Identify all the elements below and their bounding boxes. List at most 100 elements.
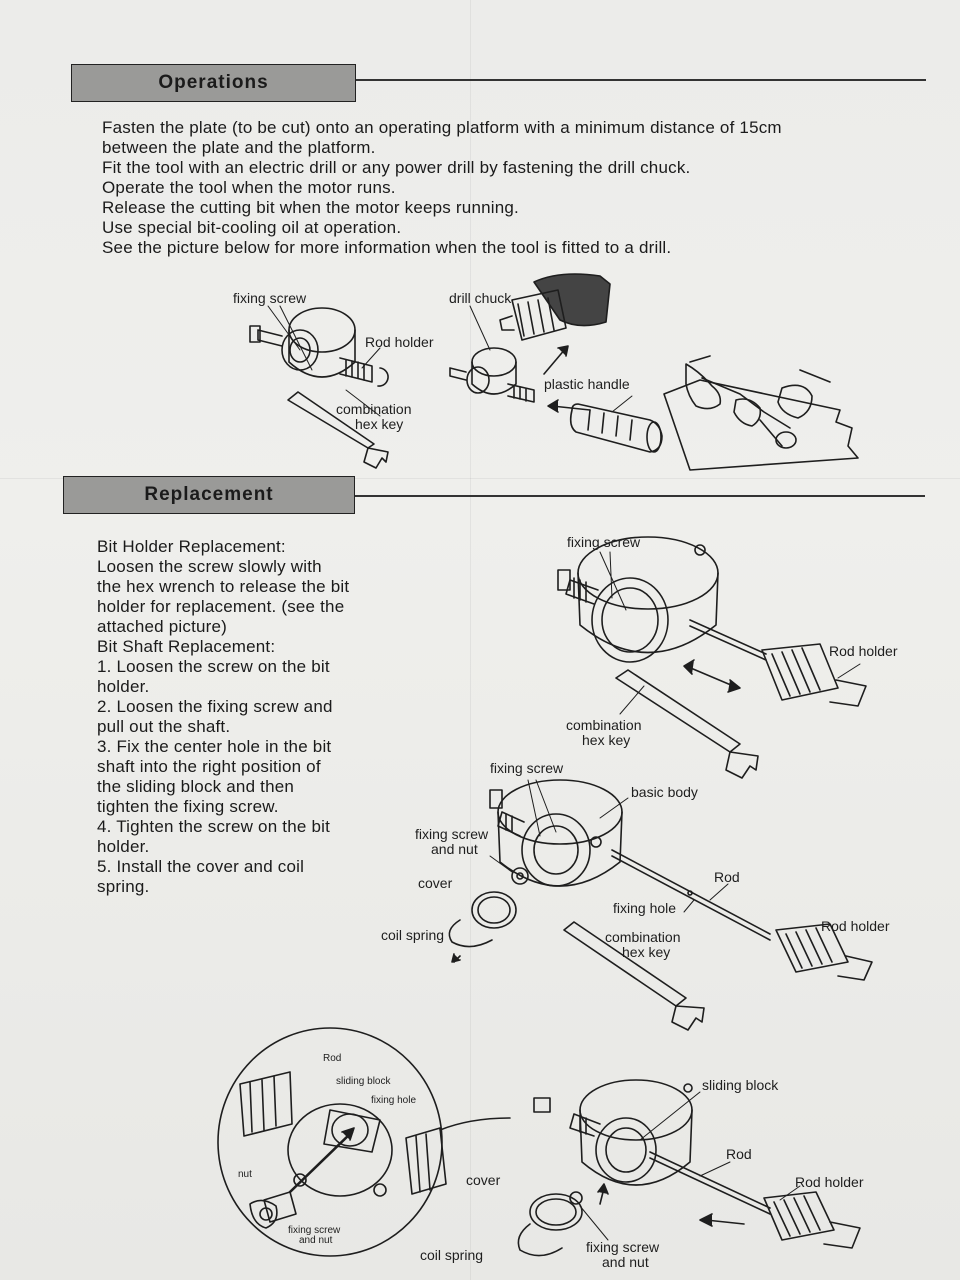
drill-chuck-illustration [499, 273, 611, 341]
coil-spring-illustration [448, 919, 493, 963]
hex-key-illustration [563, 921, 705, 1031]
label-coil-spring: coil spring [381, 927, 445, 943]
replacement-line: shaft into the right position of [97, 757, 321, 776]
replacement-line: the sliding block and then [97, 777, 295, 796]
rod-holder-illustration [763, 1191, 861, 1249]
label-combination: combination [336, 401, 412, 417]
rod-illustration [689, 619, 767, 661]
arrow-icon [699, 1213, 745, 1227]
plastic-handle-illustration [569, 403, 663, 453]
label-basic-body: basic body [631, 784, 698, 800]
replacement-line: 2. Loosen the fixing screw and [97, 697, 333, 716]
label-hex-key: hex key [622, 944, 671, 960]
leader-lines [599, 551, 861, 715]
label-rod-holder: Rod holder [829, 643, 898, 659]
operations-line: See the picture below for more informati… [102, 238, 672, 257]
label-fixing-hole: fixing hole [371, 1095, 417, 1106]
operations-text: Fasten the plate (to be cut) onto an ope… [102, 118, 902, 258]
replacement-line: 5. Install the cover and coil [97, 857, 305, 876]
rod-illustration [649, 1151, 771, 1215]
replacement-text: Bit Holder Replacement: Loosen the screw… [97, 537, 397, 897]
replacement-line: holder. [97, 837, 150, 856]
replacement-line: Bit Holder Replacement: [97, 537, 286, 556]
label-cover: cover [418, 875, 453, 891]
tool-body-illustration [533, 1079, 693, 1205]
magnified-detail-illustration [217, 1027, 511, 1257]
nibbler-tool-illustration [249, 307, 389, 387]
fixing-screw-nut-illustration [511, 867, 529, 885]
label-and-nut: and nut [602, 1254, 649, 1270]
label-fixing-screw: fixing screw [288, 1225, 341, 1236]
replacement-line: holder. [97, 677, 150, 696]
replacement-line: the hex wrench to release the bit [97, 577, 350, 596]
label-hex-key: hex key [355, 416, 404, 432]
rod-holder-illustration [761, 643, 867, 707]
replacement-line: attached picture) [97, 617, 228, 636]
tool-body-illustration [557, 536, 719, 663]
rod-holder-illustration [775, 923, 873, 981]
double-arrow-icon [683, 659, 741, 693]
label-combination: combination [605, 929, 681, 945]
label-fixing-screw: fixing screw [586, 1239, 660, 1255]
coil-spring-illustration [517, 1223, 563, 1257]
arrow-icon [543, 345, 591, 413]
basic-body-illustration [489, 779, 623, 887]
replacement-header: Replacement [63, 476, 355, 514]
label-hex-key: hex key [582, 732, 631, 748]
leader-lines [267, 305, 633, 417]
replacement-line: Bit Shaft Replacement: [97, 637, 276, 656]
replacement-line: Loosen the screw slowly with [97, 557, 322, 576]
label-fixing-screw: fixing screw [415, 826, 489, 842]
replacement-line: 1. Loosen the screw on the bit [97, 657, 330, 676]
hex-key-illustration [615, 669, 759, 779]
cover-illustration [471, 891, 517, 929]
label-rod-holder: Rod holder [365, 334, 434, 350]
replacement-line: 3. Fix the center hole in the bit [97, 737, 332, 756]
operations-header-text: Operations [158, 72, 269, 93]
label-rod-holder: Rod holder [795, 1174, 864, 1190]
small-tool-illustration [449, 347, 535, 403]
replacement-line: 4. Tighten the screw on the bit [97, 817, 331, 836]
paper-fold-vertical [470, 0, 471, 1280]
label-rod-holder: Rod holder [821, 918, 890, 934]
operations-line: Release the cutting bit when the motor k… [102, 198, 519, 217]
label-nut: nut [238, 1169, 252, 1180]
label-fixing-hole: fixing hole [613, 900, 677, 916]
replacement-rule [355, 495, 925, 497]
hex-key-illustration [287, 391, 389, 469]
label-sliding-block: sliding block [702, 1077, 779, 1093]
label-plastic-handle: plastic handle [544, 376, 630, 392]
label-fixing-screw: fixing screw [490, 760, 564, 776]
cover-illustration [529, 1193, 583, 1231]
replacement-line: holder for replacement. (see the [97, 597, 345, 616]
operations-rule [356, 79, 926, 81]
label-rod: Rod [714, 869, 740, 885]
leader-lines [489, 779, 729, 913]
label-rod: Rod [726, 1146, 752, 1162]
operations-header: Operations [71, 64, 356, 102]
rod-illustration [611, 849, 771, 941]
operations-line: Operate the tool when the motor runs. [102, 178, 396, 197]
label-fixing-screw: fixing screw [567, 534, 641, 550]
replacement-line: tighten the fixing screw. [97, 797, 279, 816]
leader-lines [579, 1091, 801, 1241]
paper-fold-horizontal [0, 478, 960, 479]
operations-line: between the plate and the platform. [102, 138, 376, 157]
replacement-line: pull out the shaft. [97, 717, 231, 736]
label-sliding-block: sliding block [336, 1076, 391, 1087]
label-fixing-screw: fixing screw [233, 290, 307, 306]
replacement-line: spring. [97, 877, 150, 896]
operations-line: Fit the tool with an electric drill or a… [102, 158, 691, 177]
replacement-header-text: Replacement [144, 484, 274, 505]
operations-line: Fasten the plate (to be cut) onto an ope… [102, 118, 782, 137]
operations-line: Use special bit-cooling oil at operation… [102, 218, 402, 237]
label-drill-chuck: drill chuck [449, 290, 512, 306]
label-coil-spring: coil spring [420, 1247, 484, 1263]
label-combination: combination [566, 717, 642, 733]
label-cover: cover [466, 1172, 501, 1188]
hands-drilling-illustration [663, 355, 859, 471]
label-rod: Rod [323, 1053, 342, 1064]
label-and-nut: and nut [431, 841, 478, 857]
